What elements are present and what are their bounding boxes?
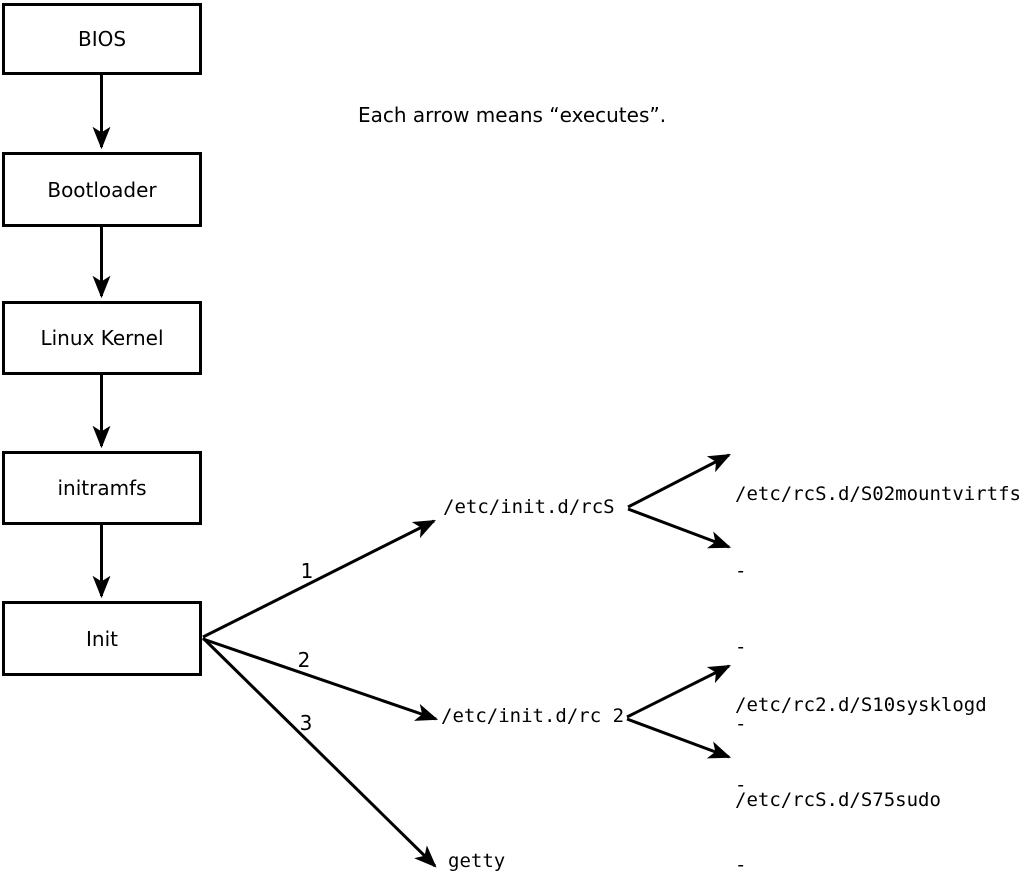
node-label: initramfs bbox=[57, 476, 147, 500]
label-getty: getty bbox=[448, 850, 506, 872]
rcs-script-list: /etc/rcS.d/S02mountvirtfs - - - /etc/rcS… bbox=[735, 431, 1021, 865]
label-etc-init-rcs: /etc/init.d/rcS bbox=[443, 496, 615, 518]
node-label: Bootloader bbox=[47, 177, 157, 202]
script-entry: - bbox=[735, 773, 747, 796]
arrow-order-label-1: 1 bbox=[300, 559, 314, 583]
arrow-order-label-2: 2 bbox=[297, 648, 311, 672]
node-bios: BIOS bbox=[2, 3, 202, 75]
node-init: Init bbox=[2, 601, 202, 676]
node-label: BIOS bbox=[77, 27, 127, 51]
script-entry: - bbox=[735, 636, 747, 658]
arrow-rcs-to-first-script bbox=[627, 453, 732, 509]
arrow-rcs-to-last-script bbox=[627, 507, 732, 549]
node-bootloader: Bootloader bbox=[2, 152, 202, 227]
script-entry: /etc/rcS.d/S02mountvirtfs bbox=[735, 483, 1021, 505]
node-label: Init bbox=[86, 626, 118, 651]
node-initramfs: initramfs bbox=[2, 451, 202, 525]
arrow-init-to-rc2 bbox=[202, 637, 439, 721]
diagram-caption: Each arrow means “executes”. bbox=[358, 103, 667, 127]
script-entry: - bbox=[735, 559, 747, 582]
script-entry: /etc/rc2.d/S10sysklogd bbox=[735, 694, 987, 717]
script-entry: - bbox=[735, 712, 747, 735]
arrow-rc2-to-last-script bbox=[626, 717, 732, 759]
arrow-init-to-rcs bbox=[202, 519, 437, 639]
label-etc-init-rc2: /etc/init.d/rc 2 bbox=[441, 705, 625, 727]
arrow-order-label-3: 3 bbox=[299, 711, 313, 735]
script-entry: /etc/rcS.d/S75sudo bbox=[735, 789, 941, 811]
script-entry: - bbox=[735, 853, 747, 875]
node-label: Linux Kernel bbox=[40, 326, 164, 350]
arrow-init-to-getty bbox=[201, 636, 437, 868]
arrow-rc2-to-first-script bbox=[626, 664, 732, 719]
node-linux-kernel: Linux Kernel bbox=[2, 301, 202, 375]
rc2-script-list: /etc/rc2.d/S10sysklogd - - - /etc/rc2.d/… bbox=[735, 639, 987, 875]
